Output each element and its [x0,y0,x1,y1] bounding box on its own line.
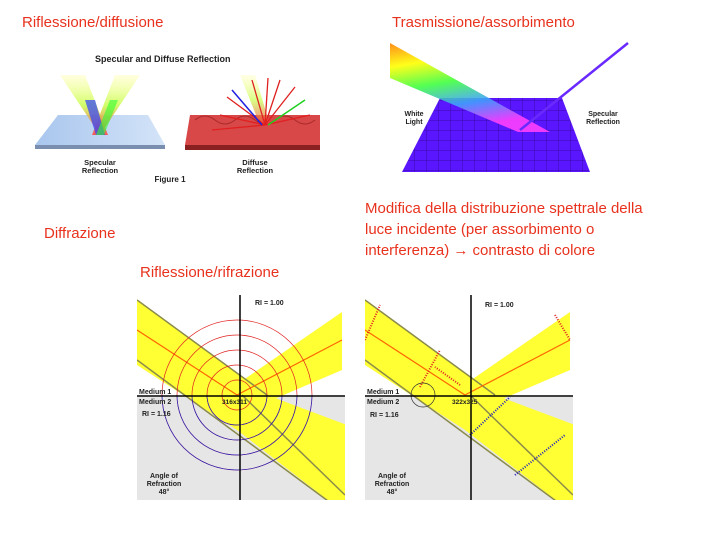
specular-label-2: Reflection [586,119,620,126]
coord-label: 316x311 [222,399,247,406]
medium2-label: Medium 2 [367,399,399,406]
medium2-label: Medium 2 [139,399,171,406]
angle-label-1: Angle of [150,473,179,480]
refraction-figure-b: RI = 1.00 Medium 1 Medium 2 RI = 1.16 32… [365,295,573,500]
heading-transmission-absorption: Trasmissione/assorbimento [392,14,575,31]
transmission-figure: White Light Specular Reflection [390,42,629,172]
heading-reflection-diffusion: Riflessione/diffusione [22,14,164,31]
ri-bottom-label: RI = 1.16 [370,412,399,419]
description-paragraph: Modifica della distribuzione spettrale d… [365,198,643,261]
description-line-2: luce incidente (per assorbimento o [365,221,595,238]
angle-label-3: 48° [387,488,398,496]
specular-label-2: Reflection [82,166,119,175]
figure-caption: Figure 1 [154,175,186,184]
description-line-1: Modifica della distribuzione spettrale d… [365,200,643,217]
diffuse-label-1: Diffuse [242,158,267,167]
specular-diffuse-figure: Specular and Diffuse Reflection Specular… [35,54,320,184]
heading-diffraction: Diffrazione [44,225,116,242]
description-line-3: interferenza) → contrasto di colore [365,242,596,259]
medium1-label: Medium 1 [139,389,171,396]
coord-label: 322x325 [452,399,478,406]
specular-label-1: Specular [84,158,116,167]
ri-top-label: RI = 1.00 [485,302,514,309]
angle-label-1: Angle of [378,473,407,480]
white-light-label-1: White [404,111,423,118]
diffuse-label-2: Reflection [237,166,274,175]
angle-label-2: Refraction [147,481,182,488]
figure-title: Specular and Diffuse Reflection [95,54,231,64]
medium1-label: Medium 1 [367,389,399,396]
ri-top-label: RI = 1.00 [255,300,284,307]
refraction-figure-a: RI = 1.00 Medium 1 Medium 2 RI = 1.16 31… [137,295,345,500]
white-light-label-2: Light [405,119,423,126]
heading-reflection-refraction: Riflessione/rifrazione [140,264,280,281]
specular-label-1: Specular [588,111,618,118]
angle-label-3: 48° [159,488,170,496]
ri-bottom-label: RI = 1.16 [142,411,171,418]
angle-label-2: Refraction [375,481,410,488]
